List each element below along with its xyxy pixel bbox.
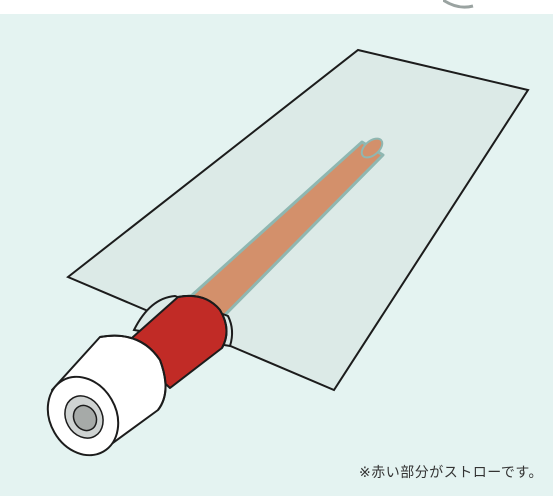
caption: ※赤い部分がストローです。 (359, 465, 543, 481)
roll-core-hole (72, 404, 98, 432)
corner-decoration (443, 0, 474, 9)
straw-tip (360, 137, 384, 159)
